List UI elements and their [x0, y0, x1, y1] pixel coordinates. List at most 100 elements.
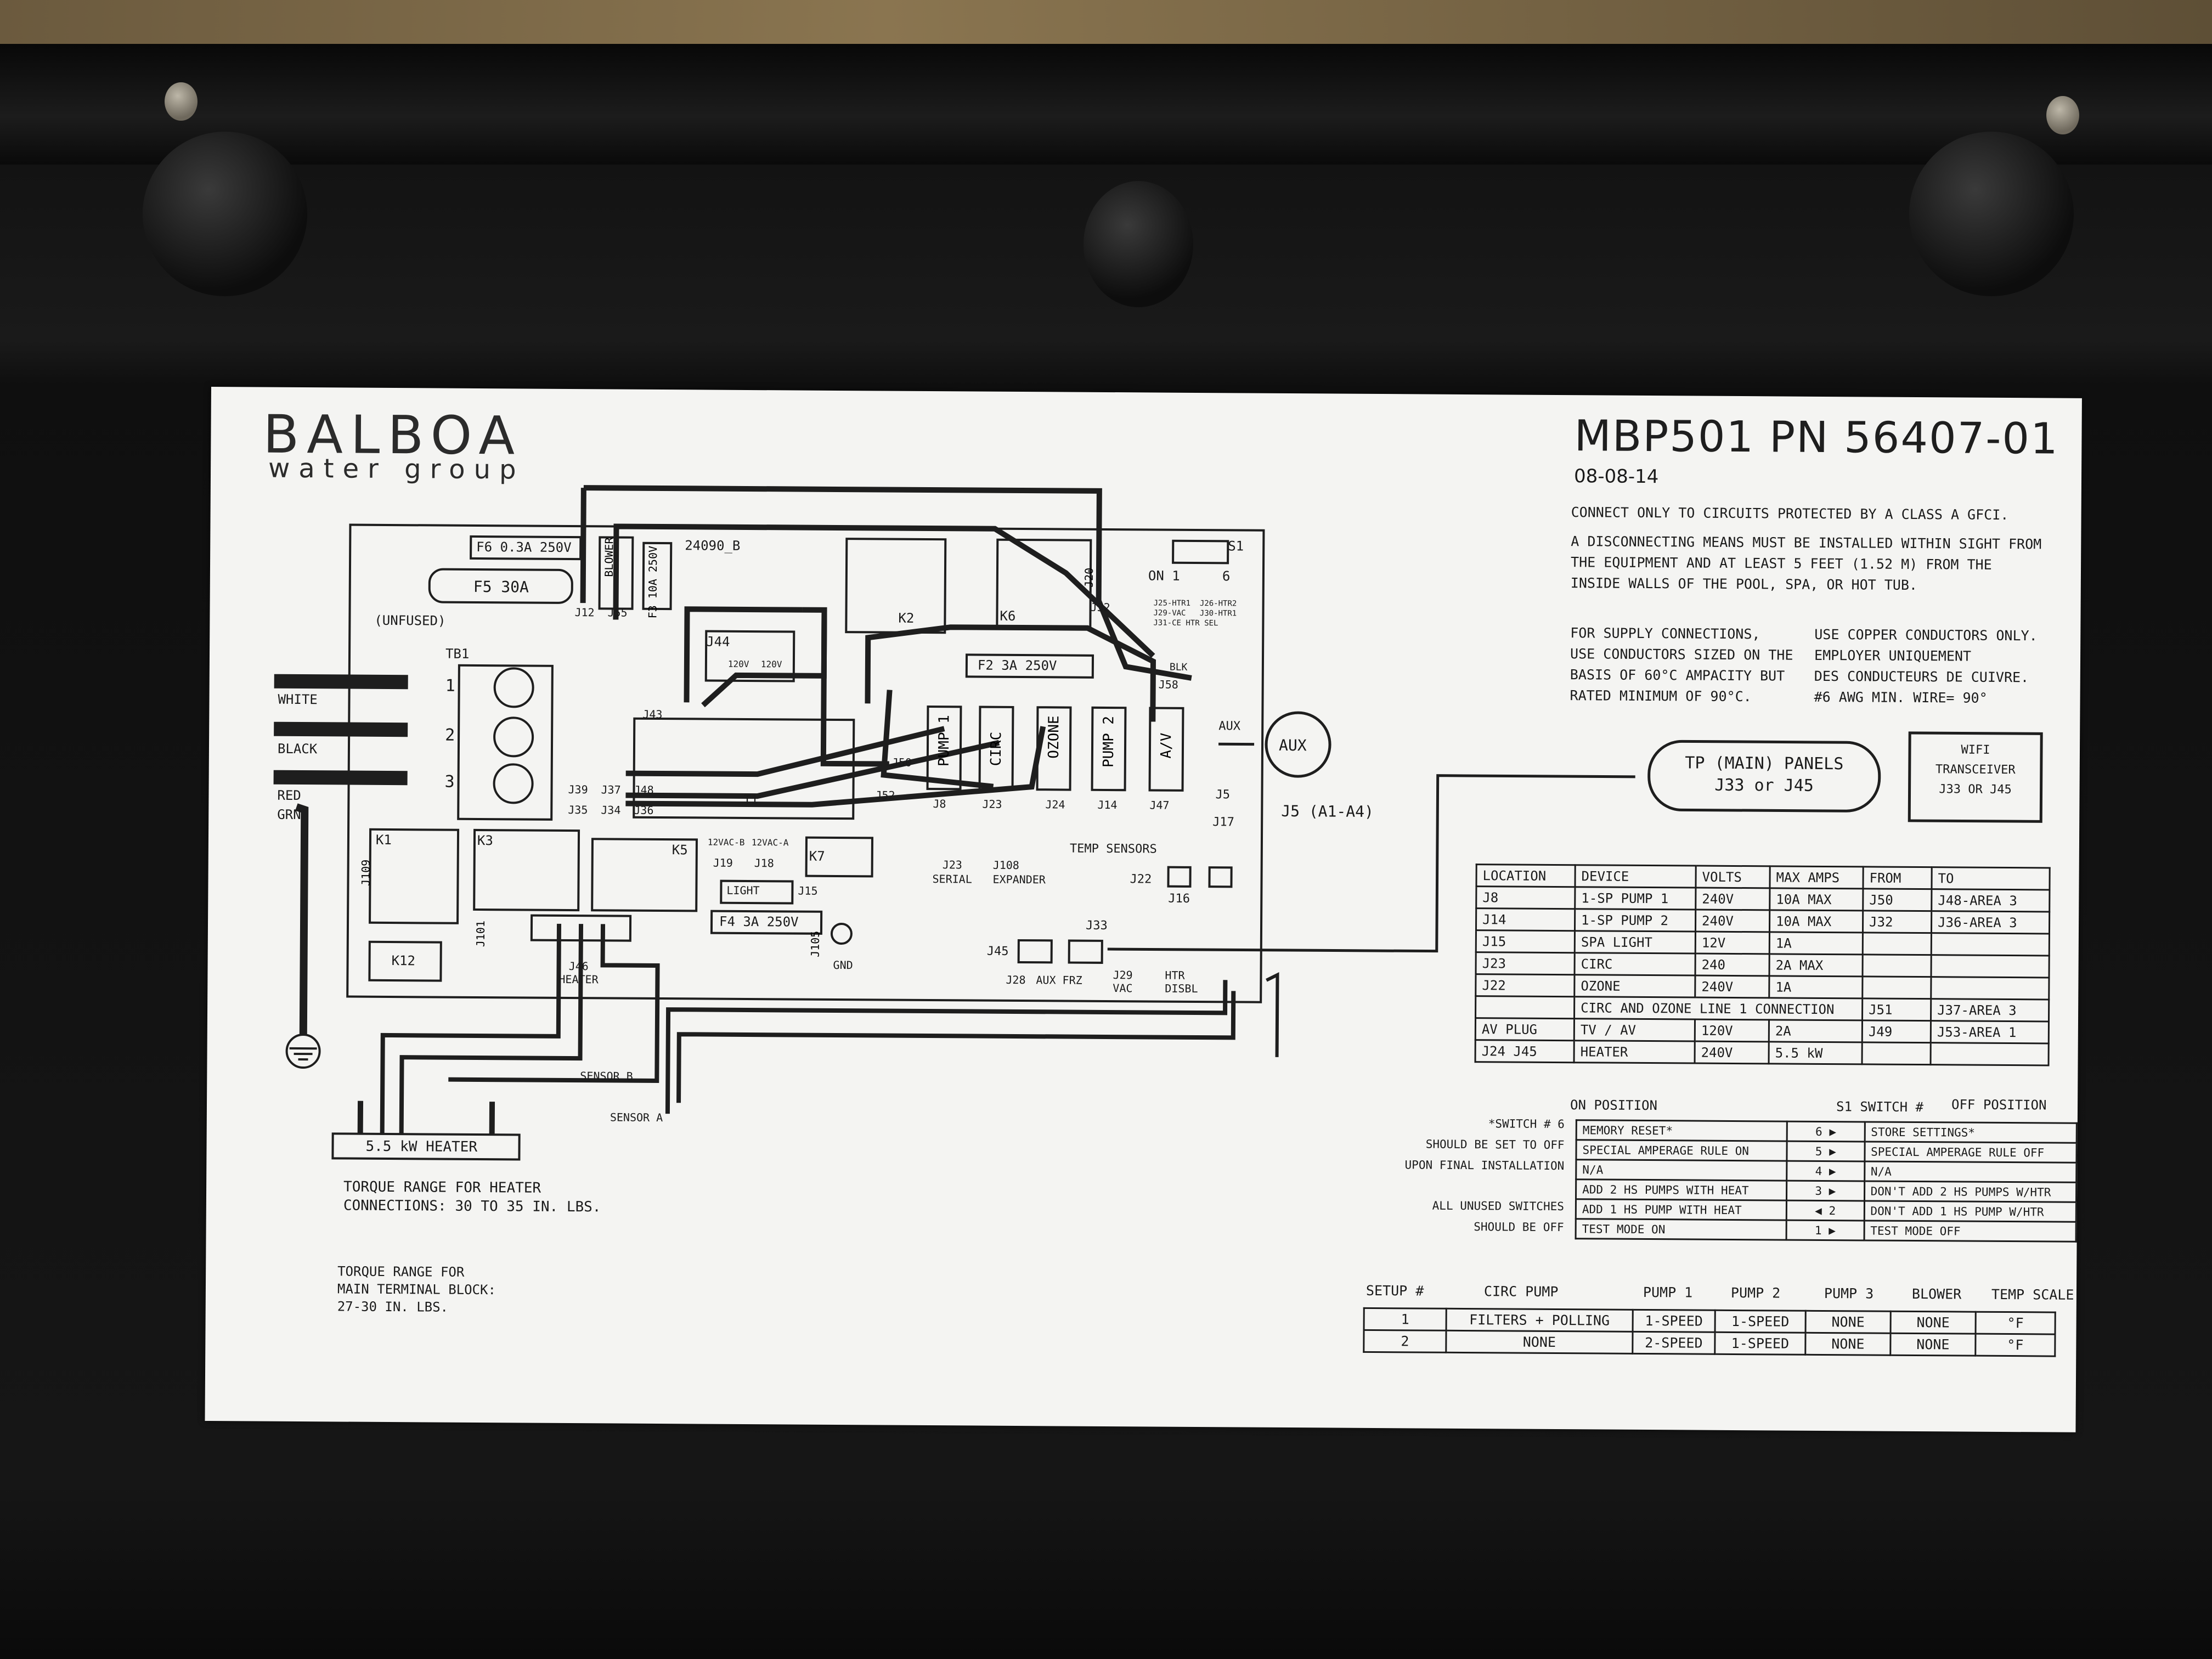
table-cell: J36-AREA 3 [1931, 911, 2050, 934]
switch-number: 3 [1815, 1184, 1822, 1198]
jack-j17: J17 [1212, 815, 1235, 830]
transformer-label: T1 [743, 793, 758, 808]
table-cell: 10A MAX [1769, 910, 1863, 933]
table-cell: 3 ▶ [1786, 1181, 1865, 1201]
relay-k7 [805, 836, 874, 878]
s1-switch-label: S1 SWITCH # [1836, 1099, 1924, 1115]
red-wire [273, 770, 408, 786]
table-cell: 240 [1695, 953, 1770, 976]
off-position-label: OFF POSITION [1951, 1097, 2047, 1113]
aux-circle-label: AUX [1278, 736, 1307, 755]
jack-j12: J12 [574, 606, 595, 619]
12vac-a-label: 12VAC-A [751, 837, 789, 848]
mounting-boss-left [143, 132, 307, 296]
gnd-label: GND [833, 958, 853, 972]
unfused-label: (UNFUSED) [374, 612, 446, 629]
tp-panel-label: TP (MAIN) PANELS J33 or J45 [1685, 753, 1844, 795]
screw-right [2046, 96, 2079, 134]
relay-k3 [473, 828, 580, 912]
table-cell: J23 [1476, 952, 1575, 975]
j29-vac-label: J29 VAC [1113, 968, 1133, 995]
j44-volts-1: 120V [727, 658, 749, 669]
arrow-right-icon: ▶ [1829, 1125, 1837, 1138]
table-cell: TV / AV [1574, 1018, 1695, 1042]
j44-volts-2: 120V [760, 659, 782, 670]
table-cell [1863, 932, 1932, 955]
fuse-f5-label: F5 30A [473, 577, 529, 596]
table-cell: 12V [1695, 932, 1770, 954]
table-cell: NONE [1891, 1311, 1976, 1334]
table-cell: SPECIAL AMPERAGE RULE ON [1576, 1139, 1787, 1161]
jack-j58: J58 [1158, 678, 1178, 691]
table-cell: NONE [1890, 1333, 1976, 1356]
htr-disbl-label: HTR DISBL [1165, 968, 1198, 996]
arrow-right-icon: ▶ [1829, 1164, 1836, 1178]
jack-j45: J45 [986, 944, 1009, 958]
table-cell: NONE [1446, 1330, 1633, 1354]
j44-label: J44 [706, 634, 730, 650]
arrow-right-icon: ▶ [1829, 1223, 1836, 1237]
switch-number: 6 [1815, 1125, 1822, 1138]
j46-heater-label: J46 HEATER [558, 960, 599, 986]
table-cell: 1A [1769, 932, 1863, 955]
connector-label-pump1: PUMP 1 [935, 715, 953, 767]
table-cell: N/A [1864, 1161, 2076, 1183]
heater-label: 5.5 kW HEATER [365, 1138, 478, 1155]
arrow-left-icon: ◀ [1815, 1204, 1822, 1217]
table-cell: HEATER [1574, 1040, 1695, 1064]
expander-label: J108 EXPANDER [992, 858, 1046, 887]
setup-header: SETUP # [1365, 1282, 1424, 1299]
table-cell: NONE [1805, 1311, 1891, 1334]
jack-j34: J34 [601, 803, 621, 817]
location-table: LOCATION DEVICE VOLTS MAX AMPS FROM TO J… [1475, 864, 2051, 1066]
fuse-f3 [642, 541, 673, 611]
unused-switches-note: ALL UNUSED SWITCHES SHOULD BE OFF [1432, 1199, 1564, 1234]
wifi-box [1908, 731, 2043, 823]
12vac-b-label: 12VAC-B [707, 837, 745, 848]
connector-j24: J24 [1045, 798, 1065, 811]
table-cell: 240V [1695, 975, 1769, 998]
table-cell [1931, 1042, 2049, 1065]
ground-symbol [285, 1034, 321, 1069]
table-cell: 2A MAX [1769, 953, 1863, 977]
connector-pump1 [926, 705, 962, 791]
relay-k1 [369, 828, 460, 924]
jack-j36: J36 [634, 803, 654, 817]
table-cell: 1 ▶ [1786, 1220, 1864, 1240]
table-cell: OZONE [1574, 974, 1695, 998]
table-cell: TEST MODE ON [1576, 1218, 1787, 1240]
table-cell [1862, 976, 1931, 999]
relay-k2-label: K2 [898, 610, 915, 626]
s1-six-label: 6 [1222, 568, 1231, 584]
jack-j18: J18 [754, 856, 774, 870]
table-cell: 5 ▶ [1786, 1141, 1865, 1161]
relay-k12 [368, 940, 442, 982]
ground-wire [295, 803, 309, 1035]
arrow-right-icon: ▶ [1829, 1184, 1836, 1198]
table-header-row: LOCATION DEVICE VOLTS MAX AMPS FROM TO [1476, 864, 2050, 890]
connector-j8: J8 [933, 797, 946, 811]
setup-headers: SETUP # CIRC PUMP PUMP 1 PUMP 2 PUMP 3 B… [1365, 1282, 2074, 1309]
relay-k1-label: K1 [375, 832, 392, 848]
relay-k7-label: K7 [809, 848, 825, 864]
jack-j55: J55 [607, 606, 628, 619]
table-cell [1862, 954, 1932, 977]
table-cell [1862, 1042, 1931, 1065]
fuse-f5 [428, 568, 573, 604]
wiring-diagram [273, 485, 2043, 1161]
aux-circle [1265, 711, 1331, 778]
transformer-t1 [633, 717, 855, 820]
tp-panel-box [1647, 740, 1881, 812]
tb-number-2: 2 [445, 725, 455, 745]
table-cell: 240V [1695, 1041, 1769, 1064]
table-cell: CIRC AND OZONE LINE 1 CONNECTION [1574, 996, 1863, 1020]
table-cell: 2-SPEED [1632, 1331, 1716, 1355]
table-cell: DON'T ADD 1 HS PUMP W/HTR [1864, 1200, 2076, 1222]
table-cell: ADD 1 HS PUMP WITH HEAT [1576, 1199, 1787, 1221]
wifi-label: WIFI TRANSCEIVER J33 OR J45 [1935, 743, 2016, 797]
